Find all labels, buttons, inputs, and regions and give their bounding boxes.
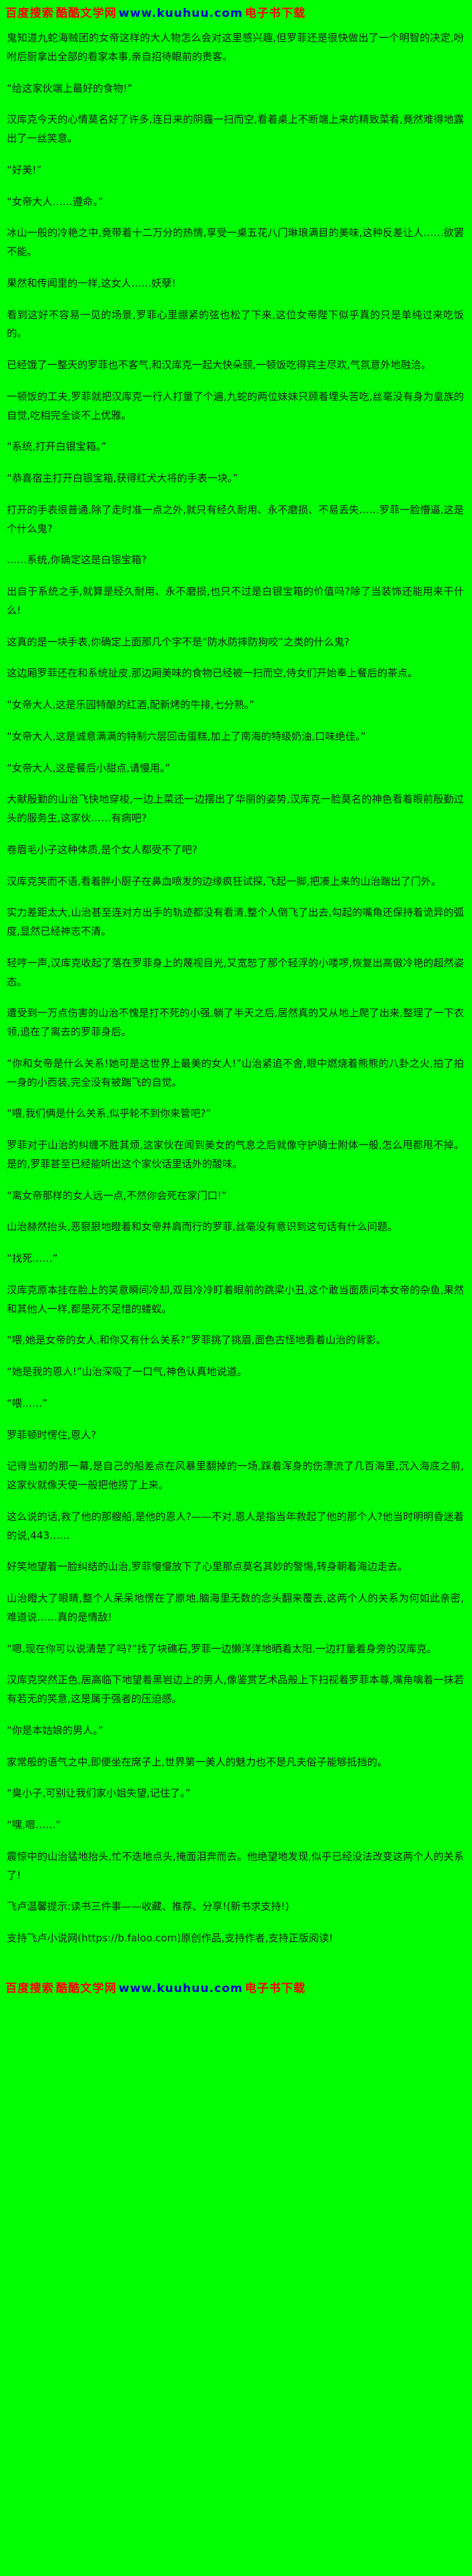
novel-paragraph: 实力差距太大,山治甚至连对方出手的轨迹都没有看清,整个人倒飞了出去,勾起的嘴角还… <box>7 906 464 937</box>
novel-paragraph: “离女帝那样的女人远一点,不然你会死在家门口!” <box>7 1189 227 1202</box>
novel-paragraph: “臭小子,可别让我们家小姐失望,记住了。” <box>7 1787 191 1800</box>
novel-paragraph: 果然和传闻里的一样,这女人……妖孽! <box>7 276 176 289</box>
novel-paragraph: “嘿,嗯……” <box>7 1819 61 1831</box>
novel-paragraph: 罗菲顿时愣住,恩人? <box>7 1428 96 1441</box>
banner-site-name: 酷酷文学网 <box>56 1981 117 1995</box>
novel-paragraph: “女帝大人,这是乐园特酿的红酒,配新烤的牛排,七分熟。” <box>7 699 255 711</box>
banner-brand-baidu: 百度搜索 <box>5 1981 54 1995</box>
novel-paragraph: 打开的手表很普通,除了走时准一点之外,就只有经久耐用、永不磨损、不易丢失……罗菲… <box>7 503 464 535</box>
novel-paragraph: 冰山一般的冷艳之中,竟带着十二万分的热情,享受一桌五花八门琳琅满目的美味,这种反… <box>7 227 464 258</box>
novel-paragraph: 汉库克原本挂在脸上的笑意瞬间冷却,双目冷冷盯着眼前的跳梁小丑,这个敢当面质问本女… <box>7 1283 464 1315</box>
novel-paragraph: “喂,她是女帝的女人,和你又有什么关系?”罗菲挑了挑眉,面色古怪地看着山治的背影… <box>7 1334 386 1347</box>
novel-paragraph: 遭受到一万点伤害的山治不愧是打不死的小强,躺了半天之后,居然真的又从地上爬了出来… <box>7 1007 464 1038</box>
novel-paragraph: 山治瞪大了眼睛,整个人呆呆地愣在了原地,脑海里无数的念头翻来覆去,这两个人的关系… <box>7 1592 464 1623</box>
novel-paragraph: “你是本姑娘的男人。” <box>7 1724 104 1736</box>
novel-paragraph: 罗菲对于山治的纠缠不胜其烦,这家伙在闻到美女的气息之后就像守护骑士附体一般,怎么… <box>7 1139 464 1170</box>
novel-paragraph: 家常般的语气之中,即便坐在席子上,世界第一美人的魅力也不是凡夫俗子能够抵挡的。 <box>7 1755 388 1768</box>
banner-site-url[interactable]: www.kuuhuu.com <box>119 7 243 20</box>
novel-paragraph: ……系统,你确定这是白银宝箱? <box>7 554 147 566</box>
novel-paragraph: “系统,打开白银宝箱。” <box>7 440 107 453</box>
novel-paragraph: “你和女帝是什么关系!她可是这世界上最美的女人!”山治紧追不舍,眼中燃烧着熊熊的… <box>7 1057 464 1088</box>
novel-paragraph: 这边厢罗菲还在和系统扯皮,那边厢美味的食物已经被一扫而空,侍女们开始奉上餐后的茶… <box>7 667 418 680</box>
novel-paragraph: 汉库克突然正色,居高临下地望着黑岩边上的男人,像鉴赏艺术品般上下扫视着罗菲本尊,… <box>7 1674 464 1705</box>
banner-site-name: 酷酷文学网 <box>56 7 117 20</box>
novel-paragraph: “她是我的恩人!”山治深吸了一口气,神色认真地说道。 <box>7 1366 247 1378</box>
novel-paragraph: 卷眉毛小子这种体质,是个女人都受不了吧? <box>7 843 198 856</box>
novel-paragraph: 轻哼一声,汉库克收起了落在罗菲身上的蔑视目光,又宽恕了那个轻浮的小喽啰,恢复出高… <box>7 956 464 988</box>
novel-paragraph: “女帝大人,这是诚意满满的特制六层回击蛋糕,加上了南海的特级奶油,口味绝佳。” <box>7 730 366 742</box>
novel-paragraph: 这么说的话,救了他的那艘船,是他的恩人?——不对,恩人是指当年救起了他的那个人?… <box>7 1510 464 1542</box>
banner-ebook-download: 电子书下载 <box>245 7 306 20</box>
novel-paragraph: 记得当初的那一幕,是自己的船差点在风暴里翻掉的一场,踩着浑身的伤漂流了几百海里,… <box>7 1460 464 1491</box>
novel-paragraph: 一顿饭的工夫,罗菲就把汉库克一行人打量了个遍,九蛇的两位妹妹只顾着埋头苦吃,丝毫… <box>7 390 464 421</box>
banner-site-url[interactable]: www.kuuhuu.com <box>119 1981 243 1995</box>
novel-paragraph: “好美!” <box>7 163 42 176</box>
novel-paragraph: “恭喜宿主打开白银宝箱,获得红犬大将的手表一块。” <box>7 472 238 484</box>
novel-paragraph: 鬼知道九蛇海贼团的女帝这样的大人物怎么会对这里感兴趣,但罗菲还是很快做出了一个明… <box>7 32 464 63</box>
novel-paragraph: 飞卢温馨提示:读书三件事——收藏、推荐、分享!(新书求支持!) <box>7 1900 289 1913</box>
novel-paragraph: 这真的是一块手表,你确定上面那几个字不是“防水防摔防狗咬”之类的什么鬼? <box>7 635 350 648</box>
novel-paragraph: “女帝大人,这是餐后小甜点,请慢用。” <box>7 761 171 774</box>
novel-text: 鬼知道九蛇海贼团的女帝这样的大人物怎么会对这里感兴趣,但罗菲还是很快做出了一个明… <box>0 22 472 1972</box>
novel-paragraph: “喂,我们俩是什么关系,似乎轮不到你来管吧?” <box>7 1107 212 1120</box>
novel-paragraph: “嗯,现在你可以说清楚了吗?”找了块礁石,罗菲一边懒洋洋地晒着太阳,一边打量着身… <box>7 1642 437 1655</box>
novel-paragraph: 汉库克笑而不语,看着胖小厨子在鼻血喷发的边缘疯狂试探,飞起一脚,把凑上来的山治踹… <box>7 875 442 887</box>
novel-paragraph: “女帝大人……遵命。” <box>7 195 104 208</box>
banner-brand-baidu: 百度搜索 <box>5 7 54 20</box>
banner-ebook-download: 电子书下载 <box>245 1981 306 1995</box>
novel-paragraph: 汉库克今天的心情莫名好了许多,连日来的阴霾一扫而空,看着桌上不断端上来的精致菜肴… <box>7 113 464 144</box>
novel-paragraph: 支持飞卢小说网(https://b.faloo.com)原创作品,支持作者,支持… <box>7 1932 333 1944</box>
novel-paragraph: 大献殷勤的山治飞快地穿梭,一边上菜还一边摆出了华丽的姿势,汉库克一脸莫名的神色看… <box>7 793 464 824</box>
novel-paragraph: 震惊中的山治猛地抬头,忙不迭地点头,掩面泪奔而去。他绝望地发现,似乎已经没法改变… <box>7 1850 464 1881</box>
novel-paragraph: 出自于系统之手,就算是经久耐用、永不磨损,也只不过是白银宝箱的价值吗?除了当装饰… <box>7 585 464 616</box>
novel-paragraph: 山治赫然抬头,恶狠狠地瞪着和女帝并肩而行的罗菲,丝毫没有意识到这句话有什么问题。 <box>7 1221 398 1233</box>
novel-paragraph: “喂……” <box>7 1397 48 1409</box>
novel-paragraph: “找死……” <box>7 1252 58 1264</box>
novel-paragraph: 看到这好不容易一见的场景,罗菲心里绷紧的弦也松了下来,这位女帝陛下似乎真的只是单… <box>7 308 464 340</box>
novel-paragraph: 已经饿了一整天的罗菲也不客气,和汉库克一起大快朵颐,一顿饭吃得宾主尽欢,气氛意外… <box>7 359 432 371</box>
novel-paragraph: “给这家伙端上最好的食物!” <box>7 82 133 94</box>
novel-paragraph: 好笑地望着一脸纠结的山治,罗菲慢慢放下了心里那点莫名其妙的警惕,转身朝着海边走去… <box>7 1560 408 1573</box>
